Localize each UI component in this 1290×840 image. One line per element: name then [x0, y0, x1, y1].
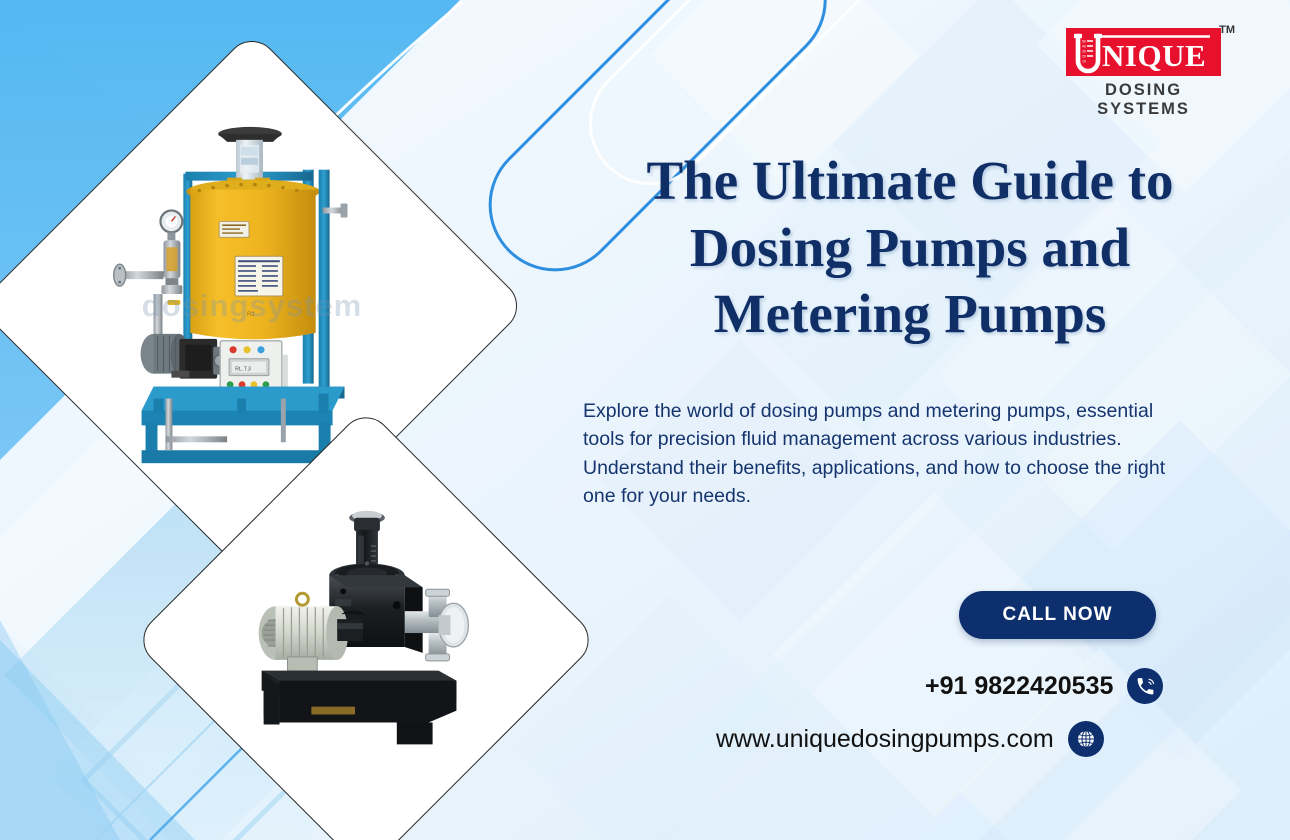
logo-mark-box: TM 50 40 30 20 10 NIQUE — [1066, 24, 1235, 76]
call-now-button[interactable]: CALL NOW — [959, 591, 1156, 639]
svg-text:20: 20 — [1082, 54, 1086, 58]
metering-pump-illustration — [258, 510, 470, 745]
headline-line-3: Metering Pumps — [713, 283, 1107, 345]
logo-tagline: DOSING SYSTEMS — [1097, 81, 1190, 118]
svg-text:RL.T.3: RL.T.3 — [235, 367, 251, 373]
logo-beaker-icon: 50 40 30 20 10 NIQUE — [1074, 33, 1210, 74]
svg-text:10: 10 — [1082, 59, 1086, 63]
globe-icon[interactable] — [1067, 721, 1104, 757]
website-contact[interactable]: www.uniquedosingpumps.com — [716, 721, 1104, 757]
brand-logo[interactable]: TM 50 40 30 20 10 NIQUE — [1066, 24, 1235, 119]
trademark-symbol: TM — [1219, 24, 1235, 36]
phone-contact[interactable]: +91 9822420535 — [925, 668, 1164, 704]
diamond-frame-top: R1 — [0, 30, 528, 582]
website-url: www.uniquedosingpumps.com — [716, 724, 1054, 753]
svg-text:40: 40 — [1082, 44, 1086, 48]
phone-number: +91 9822420535 — [925, 671, 1114, 700]
description-paragraph: Explore the world of dosing pumps and me… — [583, 400, 1166, 508]
svg-text:30: 30 — [1082, 49, 1086, 53]
bottom-product-image — [202, 476, 530, 804]
svg-text:R1: R1 — [247, 312, 255, 318]
phone-call-icon[interactable] — [1127, 668, 1164, 704]
svg-text:50: 50 — [1082, 39, 1086, 43]
svg-text:NIQUE: NIQUE — [1102, 38, 1206, 73]
top-product-image: R1 — [58, 112, 446, 500]
diamond-frame-bottom — [132, 406, 600, 840]
headline-line-1: The Ultimate Guide to — [646, 150, 1174, 211]
headline-line-2: Dosing Pumps and — [689, 216, 1131, 278]
page-title: The Ultimate Guide to Dosing Pumps and M… — [600, 148, 1220, 348]
dosing-skid-illustration: R1 — [113, 126, 348, 464]
